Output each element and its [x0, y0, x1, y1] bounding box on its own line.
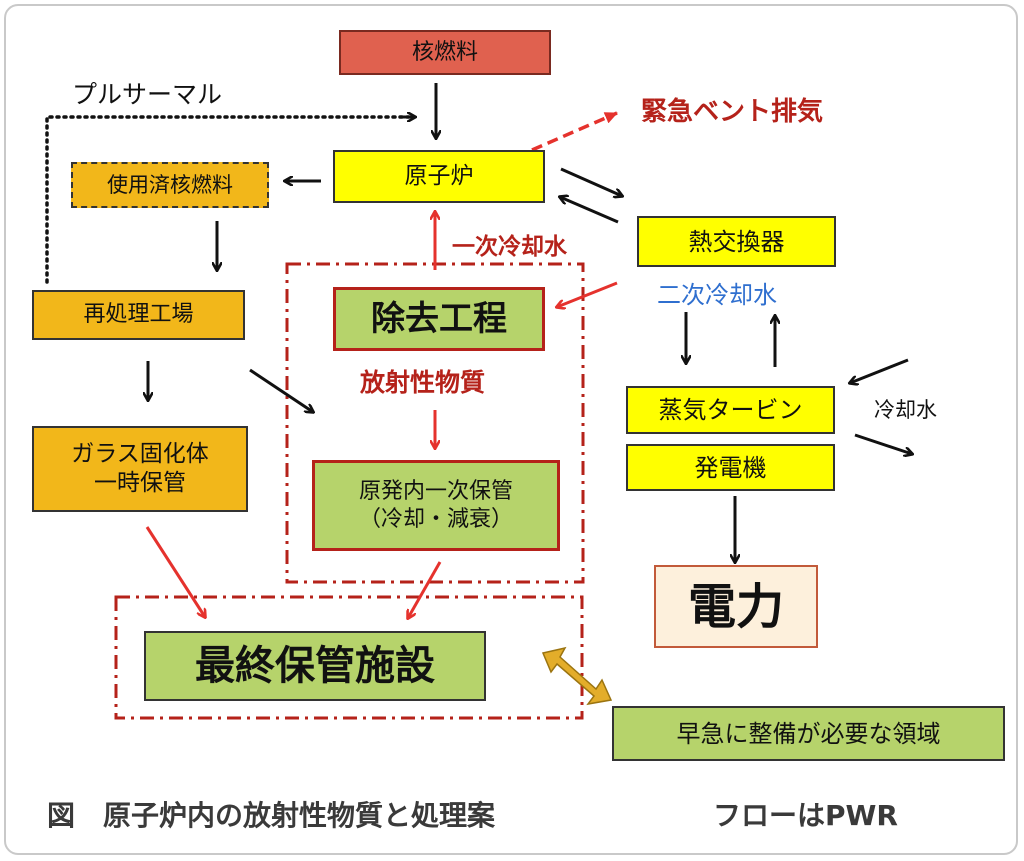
node-reprocessing-plant: 再処理工場 [32, 290, 245, 340]
node-onsite-storage-label: 原発内一次保管 （冷却・減衰） [358, 479, 513, 532]
final-region-border [114, 595, 584, 720]
urgent-double-arrow [541, 646, 613, 706]
figure-caption-note: フローはPWR [713, 799, 898, 832]
arrow-vent [531, 111, 618, 152]
arrow-reactor-hx [560, 167, 622, 196]
node-heat-exchanger: 熱交換器 [637, 216, 836, 267]
label-cooling-water: 冷却水 [874, 398, 937, 422]
node-nuclear-fuel-label: 核燃料 [411, 39, 478, 65]
pluthermal-loop [45, 115, 414, 284]
label-radioactive-material: 放射性物質 [360, 368, 486, 397]
node-generator-label: 発電機 [694, 453, 767, 482]
arrow-hx-reactor [560, 197, 619, 224]
node-final-storage-label: 最終保管施設 [195, 643, 435, 689]
label-emergency-vent: 緊急ベント排気 [641, 97, 824, 127]
label-secondary-coolant: 二次冷却水 [657, 281, 777, 309]
arrow-storage-final [408, 561, 442, 618]
node-removal-label: 除去工程 [371, 298, 507, 339]
node-reactor-label: 原子炉 [404, 163, 474, 190]
arrow-hx-removal [557, 281, 618, 307]
node-electric-power: 電力 [654, 565, 818, 648]
node-glass-storage: ガラス固化体 一時保管 [32, 426, 248, 512]
node-spent-fuel-label: 使用済核燃料 [107, 172, 233, 197]
node-generator: 発電機 [626, 444, 835, 491]
node-final-storage: 最終保管施設 [144, 631, 486, 701]
node-spent-fuel: 使用済核燃料 [71, 162, 269, 208]
figure-caption-title: 図 原子炉内の放射性物質と処理案 [47, 799, 496, 832]
node-onsite-storage: 原発内一次保管 （冷却・減衰） [312, 460, 560, 551]
node-urgent-area-label: 早急に整備が必要な領域 [676, 719, 941, 748]
node-reactor: 原子炉 [333, 150, 545, 203]
label-primary-coolant: 一次冷却水 [452, 234, 567, 260]
label-pluthermal: プルサーマル [72, 80, 223, 109]
node-removal-process: 除去工程 [333, 287, 545, 351]
arrow-reprocess-region [249, 368, 313, 412]
arrow-glass-final [145, 526, 205, 617]
node-reprocessing-label: 再処理工場 [83, 302, 194, 328]
node-nuclear-fuel: 核燃料 [339, 30, 551, 75]
node-glass-storage-label: ガラス固化体 一時保管 [71, 441, 209, 496]
node-steam-turbine-label: 蒸気タービン [658, 396, 803, 424]
node-steam-turbine: 蒸気タービン [626, 386, 835, 434]
node-electric-power-label: 電力 [687, 578, 784, 635]
node-heat-exchanger-label: 熱交換器 [688, 227, 785, 256]
arrow-coolant-out [854, 433, 912, 454]
node-urgent-area: 早急に整備が必要な領域 [612, 706, 1005, 761]
arrow-coolant-in [850, 358, 909, 383]
